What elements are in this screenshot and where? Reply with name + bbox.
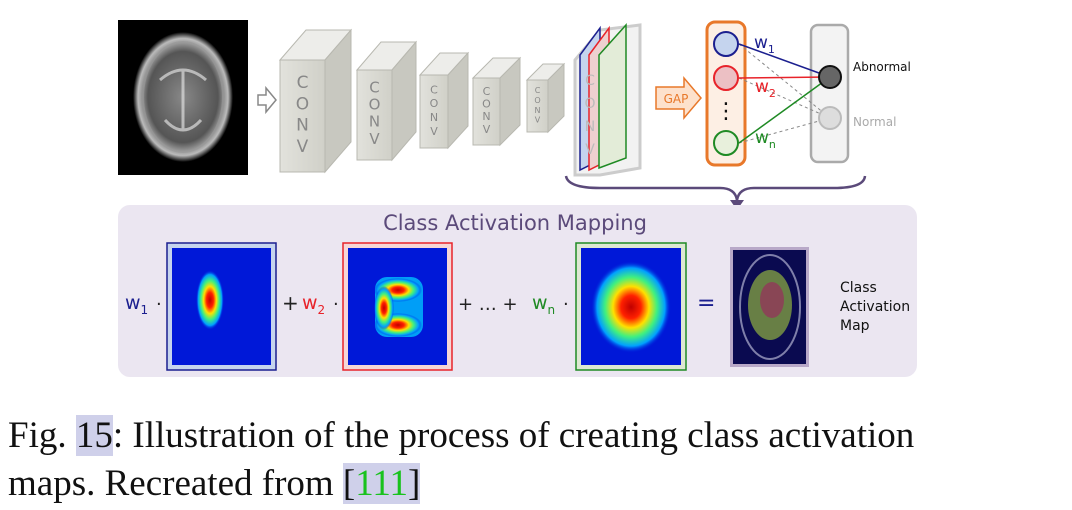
gap-arrow: GAP (655, 75, 702, 121)
svg-text:O: O (369, 96, 381, 114)
feature-map-stack: C O N V (573, 23, 642, 177)
activation-map-2 (342, 242, 453, 371)
formula-w2: w2 (302, 292, 325, 317)
formula-wn: wn (532, 292, 555, 317)
normal-node (818, 106, 842, 130)
figure-number-link[interactable]: 15 (75, 415, 113, 456)
svg-text:N: N (482, 110, 490, 123)
connections (738, 43, 831, 144)
activation-map-1 (166, 242, 277, 371)
result-label-3: Map (840, 318, 870, 334)
svg-text:N: N (296, 116, 309, 136)
normal-label: Normal (853, 115, 896, 129)
svg-text:V: V (483, 123, 491, 136)
cam-panel (118, 205, 917, 377)
svg-text:V: V (585, 142, 595, 158)
svg-text:C: C (430, 83, 438, 96)
svg-text:V: V (297, 137, 309, 157)
figure-caption-line-2: maps. Recreated from [111] (8, 463, 421, 504)
svg-text:·: · (156, 294, 162, 315)
svg-text:V: V (430, 125, 438, 138)
svg-text:C: C (535, 86, 541, 95)
weight-wn-label: wn (755, 128, 776, 151)
class-activation-map-image (730, 247, 809, 367)
activation-map-n (575, 242, 687, 371)
formula-w1: w1 (125, 292, 148, 317)
figure-caption-line-1: Fig. 15: Illustration of the process of … (8, 415, 915, 456)
svg-text:·: · (333, 294, 339, 315)
svg-text:·: · (563, 294, 569, 315)
gap-node-2 (713, 65, 739, 91)
svg-text:O: O (534, 96, 540, 105)
reference-link[interactable]: [111] (342, 463, 421, 504)
svg-text:O: O (296, 94, 309, 114)
output-layer (809, 23, 850, 164)
svg-text:O: O (430, 97, 439, 110)
svg-text:V: V (535, 116, 541, 125)
abnormal-node (818, 65, 842, 89)
abnormal-label: Abnormal (853, 60, 911, 74)
svg-text:O: O (482, 97, 491, 110)
equals-sign: = (697, 291, 715, 316)
gap-node-1 (713, 31, 739, 57)
gap-node-n (713, 130, 739, 156)
svg-text:C: C (483, 85, 491, 98)
ellipsis-dots: ⋮ (715, 99, 737, 124)
cam-title: Class Activation Mapping (383, 211, 647, 235)
svg-text:N: N (369, 113, 380, 131)
result-label-1: Class (840, 280, 877, 296)
svg-text:V: V (369, 130, 380, 148)
weight-w2-label: w2 (755, 77, 776, 100)
brace (564, 175, 867, 201)
svg-text:C: C (369, 79, 379, 97)
svg-text:N: N (535, 106, 541, 115)
ellipsis-sum: + … + (458, 294, 518, 315)
svg-text:N: N (585, 119, 595, 135)
svg-text:C: C (585, 73, 595, 89)
gap-vector (705, 20, 747, 167)
result-label-2: Activation (840, 299, 910, 315)
svg-text:O: O (584, 96, 595, 112)
svg-text:C: C (297, 73, 309, 93)
svg-text:GAP: GAP (664, 92, 689, 106)
weight-w1-label: w1 (754, 33, 775, 56)
mri-input-image (118, 20, 248, 175)
plus-1: + (282, 291, 299, 315)
input-arrow-icon (257, 85, 277, 115)
svg-text:N: N (430, 111, 438, 124)
